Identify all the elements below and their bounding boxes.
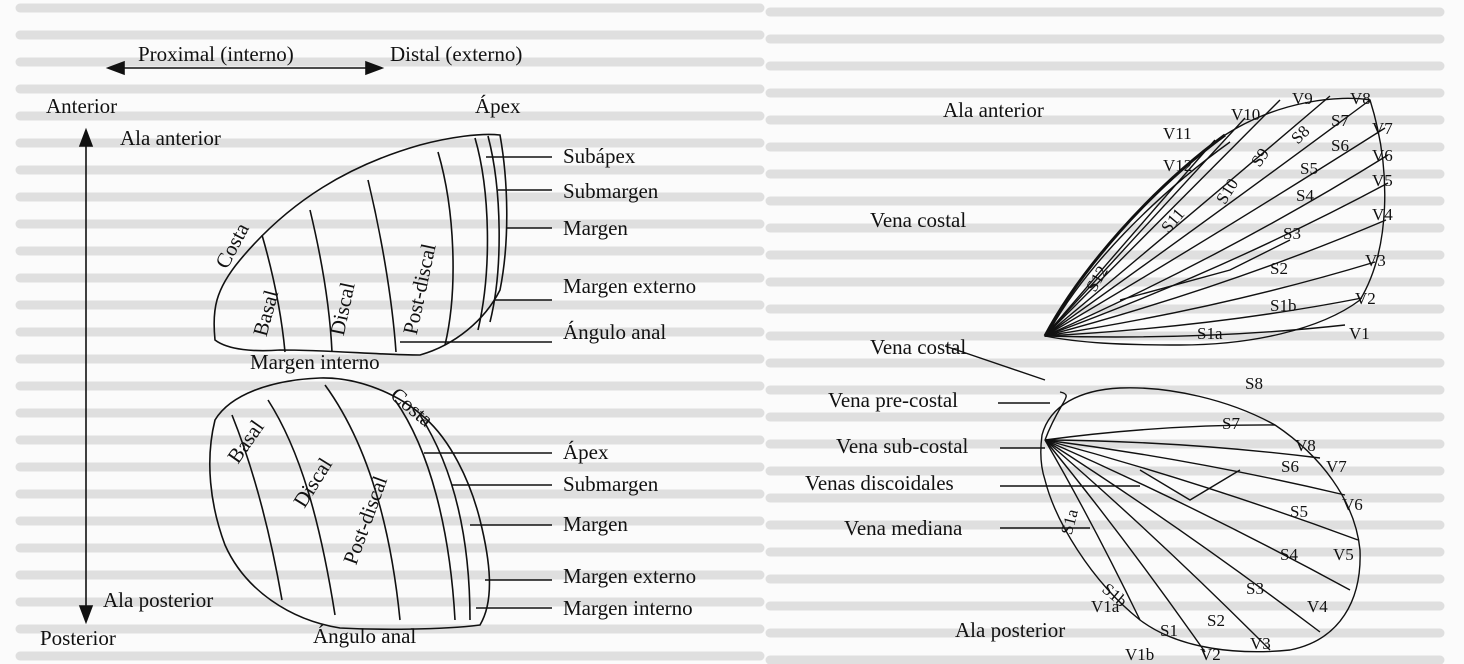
forewing-veins [1045,96,1388,337]
hindwing-vein [1045,440,1320,632]
rf-fw-costal-vein-2: Vena costal [870,337,966,358]
rf-fw-v10: V10 [1231,106,1260,123]
rf-forewing-title: Ala anterior [943,100,1044,121]
rf-fw-v8: V8 [1350,90,1371,107]
rf-fw-v7: V7 [1372,120,1393,137]
hindwing-vein [1045,425,1275,440]
rf-fw-s1b: S1b [1270,297,1296,314]
rf-hw-s1: S1 [1160,622,1178,639]
rf-fw-v9: V9 [1292,90,1313,107]
rf-hw-s7: S7 [1222,415,1240,432]
rf-hw-s8: S8 [1245,375,1263,392]
rf-hindwing-title: Ala posterior [955,620,1065,641]
rf-hw-median: Vena mediana [844,518,962,539]
rf-hw-v4: V4 [1307,598,1328,615]
rf-hw-s2: S2 [1207,612,1225,629]
hindwing-vein [1045,440,1320,458]
rf-fw-s6: S6 [1331,137,1349,154]
rf-fw-v3: V3 [1365,252,1386,269]
rf-fw-s3: S3 [1283,225,1301,242]
rf-fw-v4: V4 [1372,206,1393,223]
forewing-vein [1045,325,1345,337]
rf-hw-v8: V8 [1295,437,1316,454]
hindwing-precostal-vein [1045,392,1066,440]
forewing-vein [1045,155,1388,336]
rf-fw-s7: S7 [1331,112,1349,129]
rf-hw-v2: V2 [1200,646,1221,663]
rf-hw-s3: S3 [1246,580,1264,597]
rf-hw-v1b: V1b [1125,646,1154,663]
rf-hw-s5: S5 [1290,503,1308,520]
rf-fw-costal-vein: Vena costal [870,210,966,231]
rf-hw-v6: V6 [1342,496,1363,513]
rf-fw-s5: S5 [1300,160,1318,177]
rf-fw-v5: V5 [1372,172,1393,189]
rf-fw-s2: S2 [1270,260,1288,277]
rf-fw-v12: V12 [1163,157,1192,174]
rf-hw-v3: V3 [1250,635,1271,652]
rf-hw-v5: V5 [1333,546,1354,563]
forewing-cell-vein [1120,240,1290,300]
forewing-vein [1045,128,1385,336]
rf-hw-costal: Vena pre-costal [828,390,958,411]
rf-hw-s4: S4 [1280,546,1298,563]
rf-fw-v11: V11 [1163,125,1192,142]
rf-fw-s1a: S1a [1197,325,1223,342]
rf-fw-v1: V1 [1349,325,1370,342]
rf-hw-s6: S6 [1281,458,1299,475]
rf-fw-v6: V6 [1372,147,1393,164]
hindwing-vein [1045,440,1205,652]
rf-fw-v2: V2 [1355,290,1376,307]
hindwing-discoidal-vein [1140,470,1240,500]
rf-fw-s4: S4 [1296,187,1314,204]
rf-hw-discoidal: Venas discoidales [805,473,954,494]
rf-hw-subcostal: Vena sub-costal [836,436,968,457]
rf-hw-v7: V7 [1326,458,1347,475]
